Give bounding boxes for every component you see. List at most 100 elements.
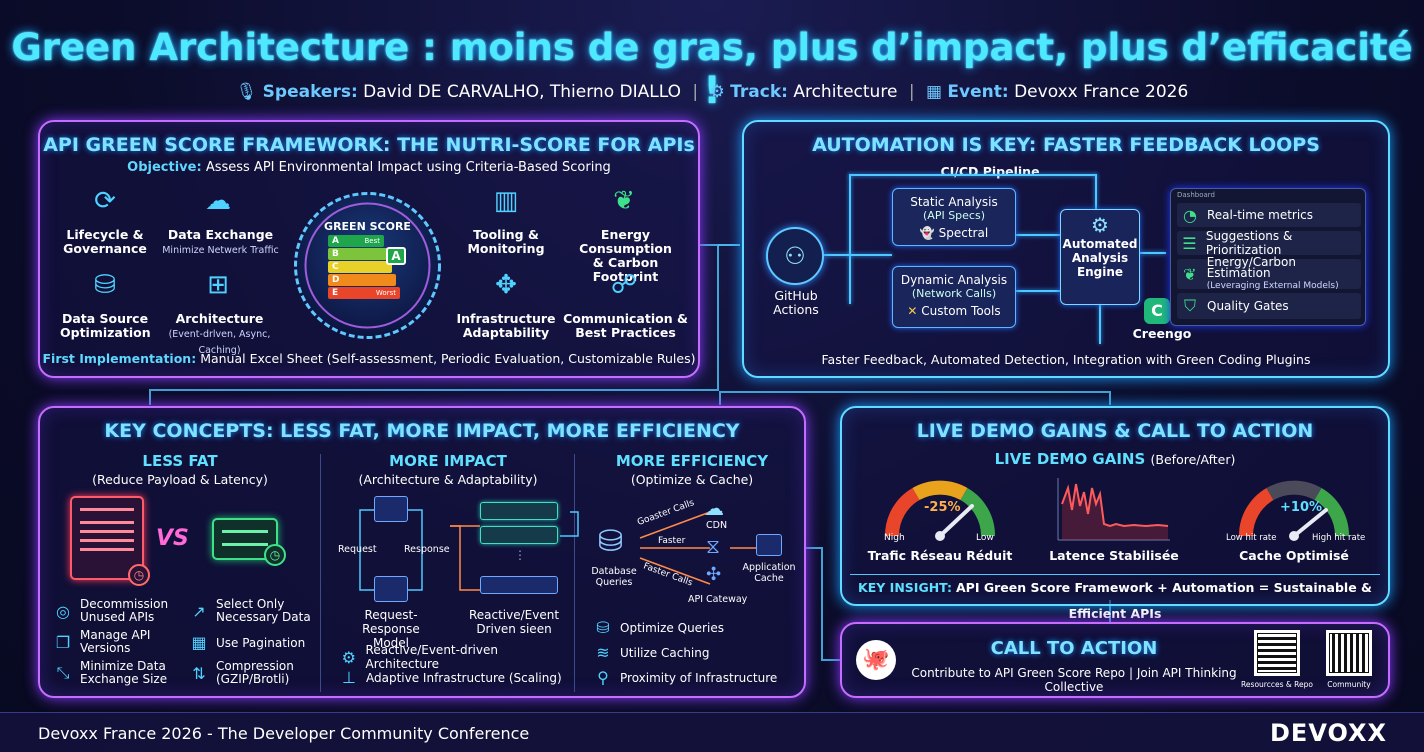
qr-code-resources[interactable] [1254,630,1300,676]
api-gateway-label: API Cateway [688,594,748,605]
dynamic-analysis-label: Dynamic Analysis [900,273,1008,287]
leaf-bolt-icon: ❦ [613,186,635,216]
page-title: Green Architecture : moins de gras, plus… [11,26,1413,112]
custom-tools-label: Custom Tools [921,304,1001,318]
location-pin-icon: ⚲ [597,668,609,687]
more-efficiency-title: MORE EFFICIENCY(Optimize & Cache) [615,452,769,487]
cache-gauge-high: High hit rate [1312,533,1366,543]
score-grade-letter: B [332,249,339,259]
sort-arrows-icon: ⇅ [192,663,206,683]
cdn-label: CDN [706,520,728,531]
cloud-icon: ☁ [704,496,724,520]
key-insight-key: KEY INSIGHT: [858,580,953,595]
objective-line: Objective: Assess API Environmental Impa… [40,160,698,175]
gateway-icon: ⧖ [706,534,721,558]
traffic-gauge-label: Trafic Réseau Réduit [867,548,1013,563]
speakers-key: Speakers: [262,82,358,102]
api-green-score-panel: API GREEN SCORE FRAMEWORK: THE NUTRI-SCO… [38,120,700,378]
leaf-icon: ❦ [1183,264,1197,284]
static-analysis-label: Static Analysis [910,195,998,209]
server-box-icon [374,576,408,602]
item-compression: ⇅Compression(GZIP/Brotli) [190,660,320,686]
event-key: Event: [947,82,1009,102]
divider [320,454,321,692]
shield-check-icon: ⛉ [1183,296,1196,315]
target-icon: ◎ [56,601,70,621]
github-icon[interactable]: 🐙 [856,640,896,680]
api-panel-title: API GREEN SCORE FRAMEWORK: THE NUTRI-SCO… [43,134,695,156]
pipeline-line [1140,252,1166,254]
ellipsis-icon: ⋮ [514,548,526,562]
item-reactive-architecture: ⚙Reactive/Event-driven Architecture [341,643,498,671]
faster-label: Faster [658,536,686,546]
database-icon: ⛁ [94,270,116,300]
event: Devoxx France 2026 [1014,82,1189,102]
first-implementation: First Implementation: Manual Excel Sheet… [40,351,698,366]
call-to-action-panel: 🐙 CALL TO ACTION Contribute to API Green… [840,622,1390,698]
score-grade-row: D [328,274,396,286]
devoxx-logo: DEVOXX [1270,719,1388,747]
microphone-icon: 🎙 [235,82,258,102]
creengo-label: Creengo [1132,326,1192,341]
score-grade-letter: A [332,236,339,246]
pipeline-line [1016,234,1060,236]
item-utilize-caching: ≋Utilize Caching [594,643,794,662]
ci-cd-pipeline-label: CI/CD Pipeline [940,164,1040,179]
divider [574,454,575,692]
latency-chart [1057,478,1170,541]
chart-search-icon: ▥ [493,186,519,216]
demo-panel-title: LIVE DEMO GAINS & CALL TO ACTION [916,420,1314,442]
versus-label: VS [156,526,189,551]
more-impact-title: MORE IMPACT(Architecture & Adaptability) [358,452,538,487]
flow-arrows [359,509,579,591]
first-impl-text: Manual Excel Sheet (Self-assessment, Per… [200,351,696,366]
cloud-exchange-icon: ☁ [205,186,231,216]
event-queue-icon [480,502,558,520]
track: Architecture [793,82,898,102]
calendar-icon: ▦ [925,82,943,102]
compress-icon: ⤡ [56,663,70,682]
objective-text: Assess API Environmental Impact using Cr… [205,160,611,175]
automation-footer: Faster Feedback, Automated Detection, In… [821,352,1311,367]
criterion-lifecycle: Lifecycle &Governance [63,227,147,256]
tools-icon: ✕ [907,304,918,318]
separator: | [908,82,915,102]
database-icon: ⛁ [598,524,624,559]
dashboard-row-suggestions: ☰Suggestions & Prioritization [1177,229,1361,257]
traffic-gauge-value: -25% [924,500,961,515]
gauge-icon: ◔ [1183,205,1197,225]
traffic-gauge-high: Nigh [884,533,905,543]
pipeline-line [849,174,851,304]
cta-title: CALL TO ACTION [990,638,1158,659]
cta-text[interactable]: Contribute to API Green Score Repo | Joi… [911,666,1237,694]
score-grade-letter: D [332,275,340,285]
qr-code-community[interactable] [1326,630,1372,676]
spectral-label: Spectral [938,226,989,240]
score-grade-row: B [328,248,388,260]
arrows-icon: ✥ [495,270,517,300]
server-box-icon [374,496,408,522]
key-insight-text: API Green Score Framework + Automation =… [956,580,1372,621]
score-grade-letter: E [332,288,339,298]
dashboard-row-quality-gates: ⛉Quality Gates [1177,293,1361,319]
network-node-icon: ✣ [706,564,722,585]
qr-community-label: Community [1327,680,1371,689]
score-grade-row: C [328,261,392,273]
gear-icon: ⚙ [1091,213,1109,237]
item-proximity: ⚲Proximity of Infrastructure [594,668,794,687]
footer-bar: Devoxx France 2026 - The Developer Commu… [0,712,1424,752]
item-optimize-queries: ⛁Optimize Queries [594,618,794,637]
criterion-energy: Energy Consumption& Carbon Footprint [579,227,672,284]
